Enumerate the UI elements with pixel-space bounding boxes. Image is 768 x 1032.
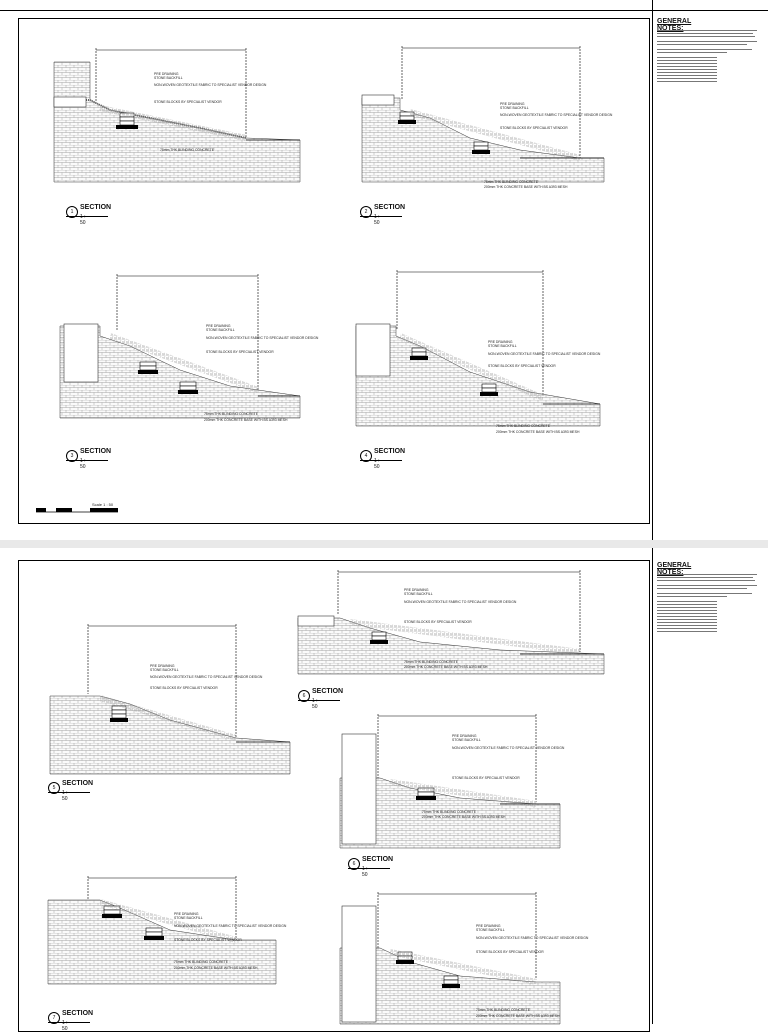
callout-blinding-1: 75mm THK BLINDING CONCRETE xyxy=(160,148,215,152)
general-notes-panel-2: GENERAL NOTES: xyxy=(652,548,757,1024)
callout-pre-drain-1: PRE DRAINING xyxy=(154,72,179,76)
callout-stone-blocks-1: STONE BLOCKS BY SPECIALIST VENDOR xyxy=(154,100,222,104)
section-number-1: 1 xyxy=(66,206,78,218)
callout-backfill-4: STONE BACKFILL xyxy=(488,344,517,348)
callout-pre-drain-6a: PRE DRAINING xyxy=(404,588,429,592)
section-7-drawing xyxy=(47,876,277,985)
scale-bar xyxy=(36,508,118,513)
callout-backfill-5: STONE BACKFILL xyxy=(150,668,179,672)
callout-geotextile-5: NON-WOVEN GEOTEXTILE FABRIC TO SPECIALIS… xyxy=(150,675,263,679)
sections-sheet1-graphics xyxy=(36,46,605,513)
callout-geotextile-4: NON-WOVEN GEOTEXTILE FABRIC TO SPECIALIS… xyxy=(488,352,601,356)
callout-stone-blocks-2: STONE BLOCKS BY SPECIALIST VENDOR xyxy=(500,126,568,130)
callout-base-3: 200mm THK CONCRETE BASE WITH BS A393 MES… xyxy=(204,418,288,422)
callout-backfill-8: STONE BACKFILL xyxy=(476,928,505,932)
section-1-drawing xyxy=(53,48,301,183)
callout-blinding-2: 75mm THK BLINDING CONCRETE xyxy=(484,180,539,184)
general-notes-panel: GENERAL NOTES: xyxy=(652,0,757,540)
drawing-sheet-1: GENERAL NOTES: xyxy=(0,0,768,540)
callout-blinding-8: 75mm THK BLINDING CONCRETE xyxy=(476,1008,531,1012)
callout-backfill-3: STONE BACKFILL xyxy=(206,328,235,332)
callout-stone-blocks-6a: STONE BLOCKS BY SPECIALIST VENDOR xyxy=(404,620,472,624)
callout-geotextile-6a: NON-WOVEN GEOTEXTILE FABRIC TO SPECIALIS… xyxy=(404,600,517,604)
section-number-5: 5 xyxy=(48,782,60,794)
callout-pre-drain-8: PRE DRAINING xyxy=(476,924,501,928)
sheet-top-border xyxy=(0,10,768,11)
callout-stone-blocks-8: STONE BLOCKS BY SPECIALIST VENDOR xyxy=(476,950,544,954)
section-number-2: 2 xyxy=(360,206,372,218)
drawing-frame xyxy=(18,18,650,524)
callout-blinding-7: 75mm THK BLINDING CONCRETE xyxy=(174,960,229,964)
callout-blinding-4: 75mm THK BLINDING CONCRETE xyxy=(496,424,551,428)
callout-geotextile-3: NON-WOVEN GEOTEXTILE FABRIC TO SPECIALIS… xyxy=(206,336,319,340)
section-6a-drawing xyxy=(297,570,605,675)
section-number-6b: 6 xyxy=(348,858,360,870)
section-2-drawing xyxy=(361,46,605,183)
callout-stone-blocks-7: STONE BLOCKS BY SPECIALIST VENDOR xyxy=(174,938,242,942)
callout-pre-drain-3: PRE DRAINING xyxy=(206,324,231,328)
callout-geotextile-1: NON-WOVEN GEOTEXTILE FABRIC TO SPECIALIS… xyxy=(154,83,267,87)
callout-blinding-3: 75mm THK BLINDING CONCRETE xyxy=(204,412,259,416)
callout-base-8: 200mm THK CONCRETE BASE WITH BS A393 MES… xyxy=(476,1014,560,1018)
callout-blinding-6a: 75mm THK BLINDING CONCRETE xyxy=(404,660,459,664)
callout-backfill-6a: STONE BACKFILL xyxy=(404,592,433,596)
sections-sheet2-graphics xyxy=(47,570,605,1025)
scale-bar-label: Scale 1 : 50 xyxy=(92,502,114,507)
callout-backfill-1: STONE BACKFILL xyxy=(154,76,183,80)
callout-pre-drain-7: PRE DRAINING xyxy=(174,912,199,916)
drawing-sheet-2: GENERAL NOTES: xyxy=(0,548,768,1032)
general-notes-title: GENERAL NOTES: xyxy=(657,18,692,32)
callout-base-6a: 200mm THK CONCRETE BASE WITH BS A393 MES… xyxy=(404,665,488,669)
callout-pre-drain-2: PRE DRAINING xyxy=(500,102,525,106)
section-number-3: 3 xyxy=(66,450,78,462)
section-number-4: 4 xyxy=(360,450,372,462)
callout-backfill-2: STONE BACKFILL xyxy=(500,106,529,110)
callout-stone-blocks-3: STONE BLOCKS BY SPECIALIST VENDOR xyxy=(206,350,274,354)
callout-stone-blocks-4: STONE BLOCKS BY SPECIALIST VENDOR xyxy=(488,364,556,368)
callout-pre-drain-6b: PRE DRAINING xyxy=(452,734,477,738)
callout-base-6b: 200mm THK CONCRETE BASE WITH BS A393 MES… xyxy=(422,815,506,819)
callout-stone-blocks-5: STONE BLOCKS BY SPECIALIST VENDOR xyxy=(150,686,218,690)
callout-backfill-6b: STONE BACKFILL xyxy=(452,738,481,742)
callout-geotextile-7: NON-WOVEN GEOTEXTILE FABRIC TO SPECIALIS… xyxy=(174,924,287,928)
section-3-drawing xyxy=(59,274,301,419)
callout-base-2: 200mm THK CONCRETE BASE WITH BS A393 MES… xyxy=(484,185,568,189)
callout-backfill-7: STONE BACKFILL xyxy=(174,916,203,920)
callout-geotextile-2: NON-WOVEN GEOTEXTILE FABRIC TO SPECIALIS… xyxy=(500,113,613,117)
callout-stone-blocks-6b: STONE BLOCKS BY SPECIALIST VENDOR xyxy=(452,776,520,780)
callout-pre-drain-5: PRE DRAINING xyxy=(150,664,175,668)
callout-pre-drain-4: PRE DRAINING xyxy=(488,340,513,344)
section-6b-drawing xyxy=(339,714,561,849)
callout-base-4: 200mm THK CONCRETE BASE WITH BS A393 MES… xyxy=(496,430,580,434)
callout-blinding-6b: 75mm THK BLINDING CONCRETE xyxy=(422,810,477,814)
section-5-drawing xyxy=(49,624,291,775)
section-8-drawing xyxy=(339,892,561,1025)
section-number-6a: 6 xyxy=(298,690,310,702)
section-4-drawing xyxy=(355,270,601,427)
callout-base-7: 200mm THK CONCRETE BASE WITH BS A393 MES… xyxy=(174,966,258,970)
callout-geotextile-6b: NON-WOVEN GEOTEXTILE FABRIC TO SPECIALIS… xyxy=(452,746,565,750)
callout-geotextile-8: NON-WOVEN GEOTEXTILE FABRIC TO SPECIALIS… xyxy=(476,936,589,940)
sheet-separator xyxy=(0,540,768,548)
general-notes-title-2: GENERAL NOTES: xyxy=(657,562,692,576)
